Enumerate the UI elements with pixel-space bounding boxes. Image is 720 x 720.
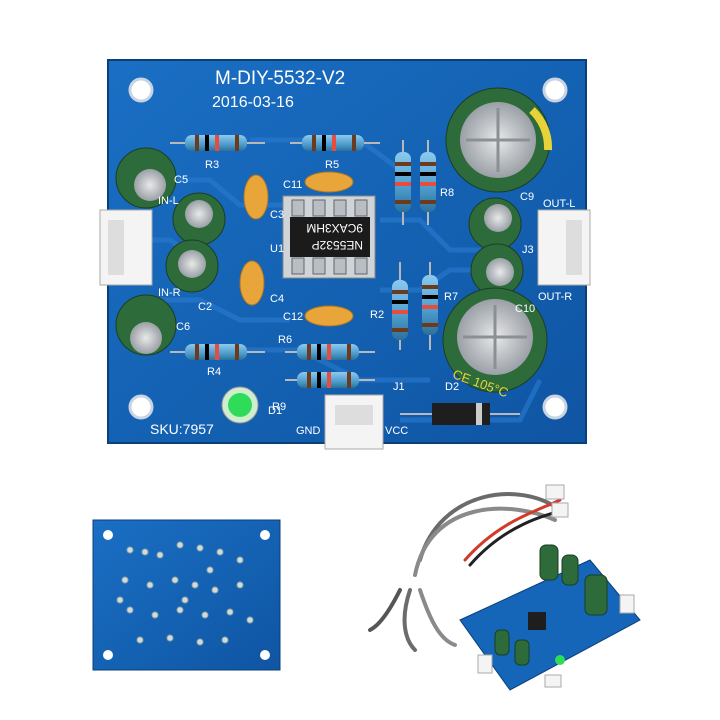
label-c9: C9 (520, 191, 534, 203)
label-vcc: VCC (385, 425, 408, 437)
label-c11: C11 (283, 179, 302, 191)
diode-d2 (400, 403, 520, 425)
label-c2: C2 (198, 301, 212, 313)
label-r6: R6 (278, 334, 292, 346)
capacitor-c2 (165, 239, 219, 293)
label-d2: D2 (445, 381, 459, 393)
label-d1: D1 (268, 405, 282, 417)
electrolytic-caps-small (115, 147, 524, 356)
label-u1: U1 (270, 243, 284, 255)
ceramic-capacitors (239, 171, 354, 327)
solder-pads (116, 541, 254, 646)
ic-ne5532p: NE5532P 9CAX3HM (282, 195, 376, 279)
resistor-r7 (422, 262, 438, 350)
chip-lot-code: 9CAX3HM (306, 221, 363, 235)
label-c5: C5 (174, 174, 188, 186)
label-in-l: IN-L (158, 195, 179, 207)
mounting-holes (128, 77, 568, 420)
resistor-r8a (395, 140, 411, 225)
resistor-r6 (285, 344, 375, 360)
connector-in (99, 209, 153, 286)
label-r4: R4 (207, 366, 221, 378)
label-out-l: OUT-L (543, 198, 575, 210)
capacitor-c1 (172, 192, 226, 246)
resistor-r8b (420, 140, 436, 225)
label-out-r: OUT-R (538, 291, 572, 303)
label-r7: R7 (444, 291, 458, 303)
capacitor-c9 (445, 87, 553, 193)
connector-power (324, 394, 384, 450)
resistor-r4 (170, 344, 265, 360)
resistor-r3 (170, 135, 265, 151)
label-r9: R9 (272, 401, 286, 413)
capacitor-c5 (115, 147, 177, 209)
board-date-label: 2016-03-16 (212, 94, 294, 111)
board-model-label: M-DIY-5532-V2 (215, 68, 345, 89)
capacitor-c7 (468, 197, 522, 251)
capacitor-c8 (470, 243, 524, 297)
label-in-r: IN-R (158, 287, 181, 299)
label-j3: J3 (522, 244, 534, 256)
connector-out (537, 209, 591, 286)
resistor-r5 (290, 135, 380, 151)
capacitor-c6 (115, 294, 177, 356)
label-j1: J1 (393, 381, 405, 393)
sku-label: SKU:7957 (150, 421, 214, 437)
resistor-r9 (285, 372, 375, 388)
chip-part-number: NE5532P (312, 238, 363, 252)
label-r8: R8 (440, 187, 454, 199)
pcb-back-view (92, 519, 281, 671)
label-c10: C10 (515, 303, 535, 315)
label-r2: R2 (370, 309, 384, 321)
label-c6: C6 (176, 321, 190, 333)
assembled-board-view (368, 484, 641, 691)
label-c12: C12 (283, 311, 303, 323)
capacitor-c10: CE 105°C (442, 287, 548, 400)
label-r3: R3 (205, 159, 219, 171)
resistor-r2 (392, 262, 408, 350)
label-c4: C4 (270, 293, 284, 305)
label-r5: R5 (325, 159, 339, 171)
led-d1 (221, 386, 259, 424)
label-gnd: GND (296, 425, 321, 437)
label-c3: C3 (270, 209, 284, 221)
